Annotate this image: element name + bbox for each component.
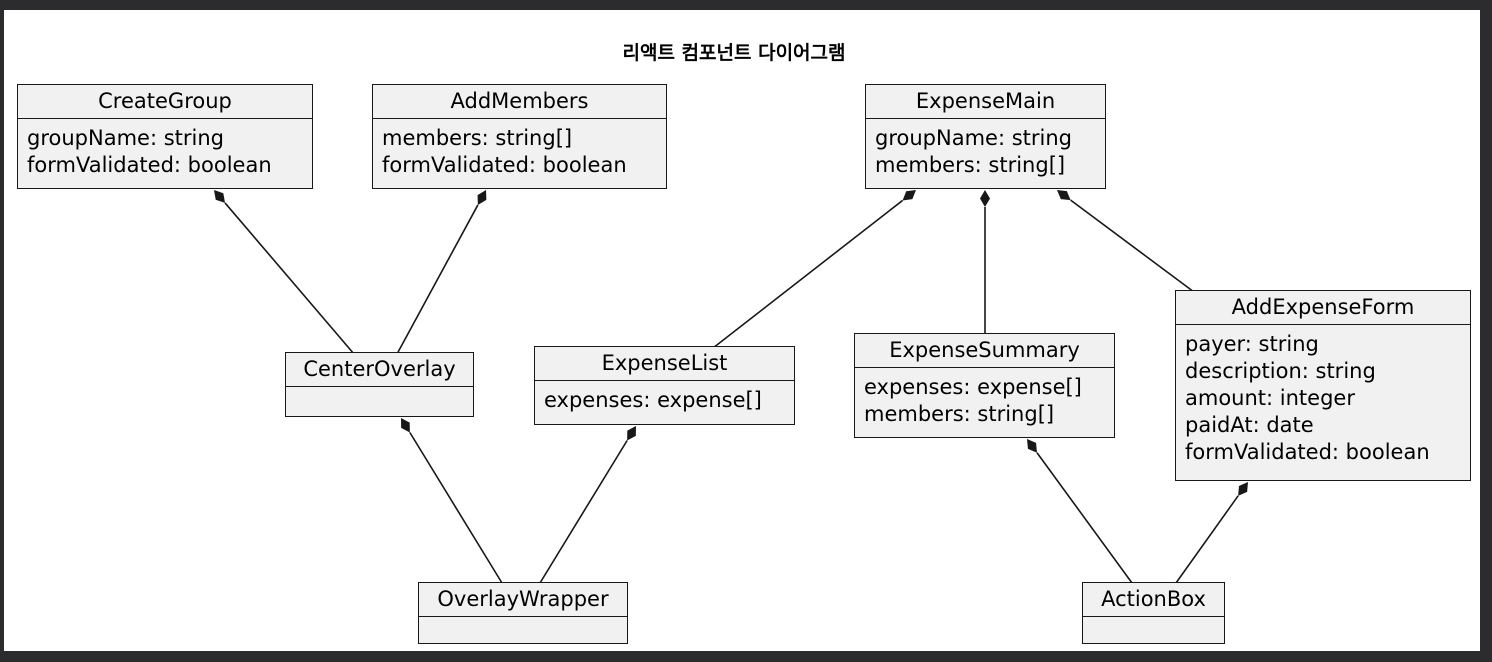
composition-line	[396, 204, 479, 355]
class-name: CreateGroup	[18, 85, 312, 119]
class-attribute: formValidated: boolean	[1185, 440, 1430, 464]
class-expense-list: ExpenseList expenses: expense[]	[534, 346, 795, 425]
class-attribute: description: string	[1185, 359, 1376, 383]
class-overlay-wrapper: OverlayWrapper	[418, 582, 628, 644]
composition-line	[224, 202, 355, 355]
class-action-box: ActionBox	[1082, 582, 1225, 644]
class-name: ExpenseList	[535, 347, 794, 381]
diagram-canvas: 리액트 컴포넌트 다이어그램 CreateGroup groupName: st…	[4, 10, 1480, 651]
composition-edges	[214, 190, 1248, 584]
composition-diamond-icon	[1027, 439, 1038, 453]
class-attributes: payer: string description: string amount: …	[1176, 325, 1470, 480]
class-expense-summary: ExpenseSummary expenses: expense[] member…	[854, 333, 1115, 438]
composition-diamond-icon	[902, 190, 916, 201]
class-create-group: CreateGroup groupName: string formValidat…	[17, 84, 313, 189]
class-attribute: paidAt: date	[1185, 413, 1314, 437]
class-attribute: formValidated: boolean	[382, 153, 627, 177]
class-attributes	[419, 617, 627, 643]
class-attribute: members: string[]	[382, 126, 573, 150]
class-attribute: payer: string	[1185, 332, 1319, 356]
composition-diamond-icon	[477, 190, 487, 205]
class-attributes: groupName: string formValidated: boolean	[18, 119, 312, 188]
composition-line	[1036, 452, 1133, 584]
composition-diamond-icon	[401, 418, 410, 433]
composition-diamond-icon	[980, 190, 990, 207]
class-add-expense-form: AddExpenseForm payer: string description:…	[1175, 290, 1471, 481]
class-attributes	[1083, 617, 1224, 643]
composition-line	[539, 440, 628, 584]
composition-line	[712, 199, 904, 349]
composition-diamond-icon	[627, 426, 636, 441]
class-attribute: groupName: string	[27, 126, 224, 150]
class-attribute: expenses: expense[]	[544, 388, 762, 412]
composition-diamond-icon	[1238, 482, 1248, 496]
class-attributes: groupName: string members: string[]	[866, 119, 1105, 188]
class-attribute: members: string[]	[864, 402, 1055, 426]
class-attribute: members: string[]	[875, 153, 1066, 177]
class-attributes: expenses: expense[]	[535, 381, 794, 424]
class-attributes: members: string[] formValidated: boolean	[373, 119, 666, 188]
composition-diamond-icon	[214, 190, 226, 203]
class-name: OverlayWrapper	[419, 583, 627, 617]
class-expense-main: ExpenseMain groupName: string members: st…	[865, 84, 1106, 189]
class-name: ExpenseSummary	[855, 334, 1114, 368]
class-attribute: formValidated: boolean	[27, 153, 272, 177]
class-name: CenterOverlay	[286, 353, 473, 387]
class-name: ActionBox	[1083, 583, 1224, 617]
composition-line	[1070, 199, 1195, 293]
class-attribute: amount: integer	[1185, 386, 1355, 410]
class-center-overlay: CenterOverlay	[285, 352, 474, 417]
class-attribute: expenses: expense[]	[864, 375, 1082, 399]
class-attribute: groupName: string	[875, 126, 1072, 150]
class-attributes: expenses: expense[] members: string[]	[855, 368, 1114, 437]
class-add-members: AddMembers members: string[] formValidate…	[372, 84, 667, 189]
composition-diamond-icon	[1057, 190, 1071, 201]
composition-line	[1175, 495, 1239, 584]
diagram-title: 리액트 컴포넌트 다이어그램	[622, 42, 846, 64]
class-name: ExpenseMain	[866, 85, 1105, 119]
class-name: AddExpenseForm	[1176, 291, 1470, 325]
composition-line	[409, 432, 503, 584]
class-attributes	[286, 387, 473, 416]
class-name: AddMembers	[373, 85, 666, 119]
